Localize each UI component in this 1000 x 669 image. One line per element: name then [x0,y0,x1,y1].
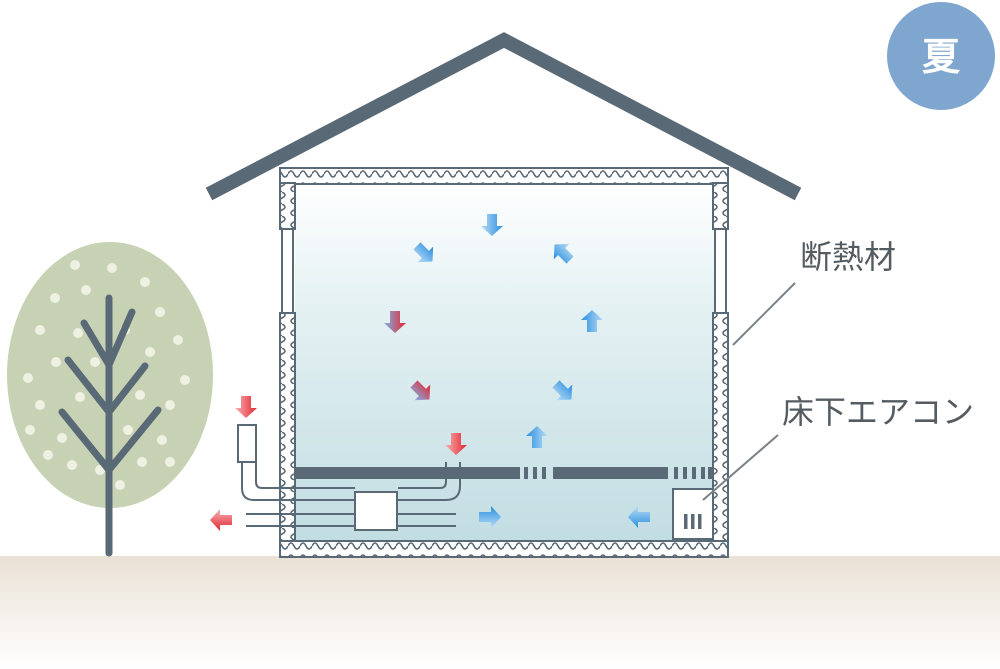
arrow-cool-up-2 [526,426,548,448]
arrow-cool-up-1 [581,310,603,332]
season-badge-text: 夏 [922,35,961,79]
insulation-ceiling [279,167,729,185]
arrow-cool-diag-1 [413,242,434,263]
arrow-warm-down-1 [384,311,406,333]
roof [205,32,802,201]
ground [0,556,1000,669]
outdoor-vent-intake [237,424,257,463]
arrow-warm-diag-1 [410,380,431,401]
aircon-leader-line [702,434,779,501]
arrow-cool-left-underfloor [628,506,650,528]
underfloor-aircon-label: 床下エアコン [782,394,974,430]
airflow-arrows [210,214,650,531]
arrow-cool-diag-3 [552,380,573,401]
arrow-cool-right-underfloor [479,506,501,528]
arrow-warm-down-outside [235,396,257,418]
tree-icon [7,242,213,557]
floor [295,467,714,479]
arrow-warm-left-outside [210,509,232,531]
arrow-cool-diag-2 [553,243,574,264]
arrow-warm-down-2 [445,433,467,455]
insulation-left-wall [279,182,296,542]
room-interior [295,183,714,541]
season-badge-circle [887,2,995,110]
heat-exchanger-icon [354,491,398,531]
insulation-leader-line [732,282,796,346]
summer-badge-icon: 夏 [887,2,995,110]
insulation-label: 断熱材 [800,239,896,275]
insulation-foundation [279,540,729,558]
arrow-cool-left-top [481,214,503,236]
ventilation-duct [241,462,461,527]
insulation-right-wall [712,182,729,542]
